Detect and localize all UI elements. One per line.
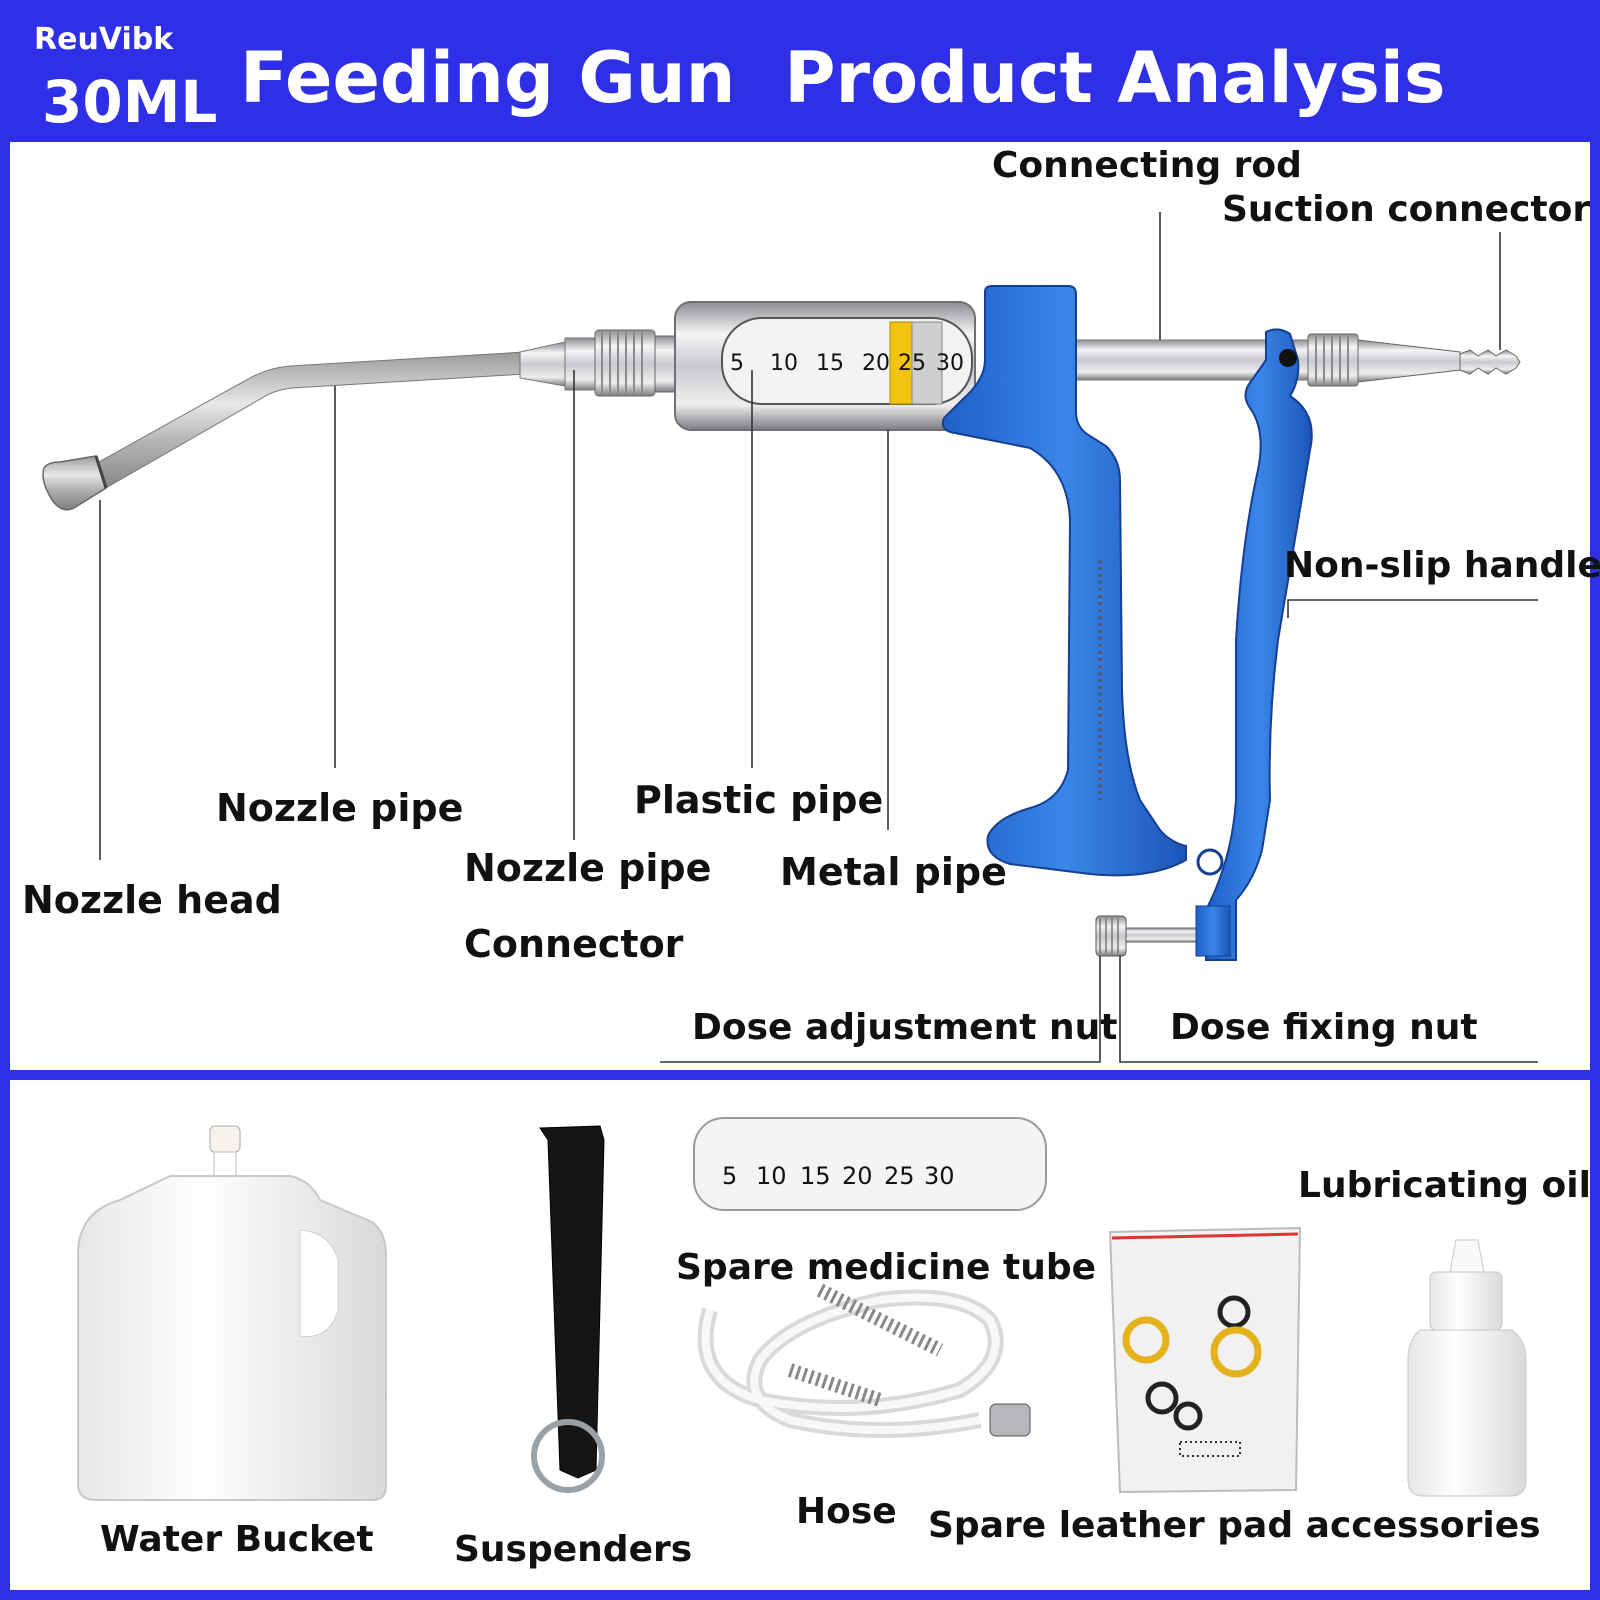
spare-tube-shape bbox=[693, 1117, 1047, 1211]
label-dose-fixing-nut: Dose fixing nut bbox=[1170, 1007, 1478, 1048]
barrel-scale-mark: 10 bbox=[770, 351, 798, 376]
barrel-scale-mark: 5 bbox=[730, 351, 744, 376]
label-water-bucket: Water Bucket bbox=[100, 1519, 374, 1560]
gun-diagram-panel bbox=[10, 142, 1590, 1070]
tube-scale-mark: 10 bbox=[756, 1162, 787, 1190]
label-dose-adjustment-nut: Dose adjustment nut bbox=[692, 1007, 1118, 1048]
nozzle-head-shape bbox=[42, 455, 108, 511]
leather-pad-bag-shape bbox=[1108, 1226, 1302, 1494]
tube-scale: 5 10 15 20 25 30 bbox=[718, 1160, 1038, 1200]
label-spare-leather-pad: Spare leather pad accessories bbox=[928, 1505, 1541, 1546]
barrel-scale-mark: 30 bbox=[936, 351, 964, 376]
label-non-slip-handle: Non-slip handle bbox=[1284, 545, 1600, 586]
label-nozzle-pipe-connector-line1: Nozzle pipe bbox=[464, 846, 712, 890]
suspenders-shape bbox=[531, 1125, 605, 1493]
label-lubricating-oil: Lubricating oil bbox=[1298, 1165, 1591, 1206]
tube-scale-mark: 25 bbox=[884, 1162, 915, 1190]
label-spare-medicine-tube: Spare medicine tube bbox=[676, 1247, 1097, 1288]
barrel-scale-mark: 25 bbox=[898, 351, 926, 376]
barrel-scale-mark: 20 bbox=[862, 351, 890, 376]
label-nozzle-pipe: Nozzle pipe bbox=[216, 786, 464, 830]
leader-lines bbox=[99, 212, 1538, 1063]
connecting-rod-shape bbox=[1059, 333, 1359, 387]
label-plastic-pipe: Plastic pipe bbox=[634, 778, 884, 822]
tube-scale-mark: 30 bbox=[924, 1162, 955, 1190]
water-bucket-shape bbox=[77, 1125, 387, 1501]
tube-scale-mark: 20 bbox=[842, 1162, 873, 1190]
lubricating-oil-bottle-shape bbox=[1407, 1239, 1527, 1497]
nozzle-connector-shape bbox=[519, 329, 676, 397]
barrel-scale-mark: 15 bbox=[816, 351, 844, 376]
non-slip-handle-shape bbox=[941, 285, 1224, 877]
metal-pipe-shape bbox=[674, 301, 976, 431]
label-metal-pipe: Metal pipe bbox=[780, 850, 1007, 894]
barrel-scale: 5 10 15 20 25 30 bbox=[730, 342, 970, 382]
header-bar: ReuVibk 30ML Feeding Gun Product Analysi… bbox=[0, 0, 1600, 138]
tube-scale-mark: 15 bbox=[800, 1162, 831, 1190]
brand-name: ReuVibk bbox=[34, 22, 174, 57]
trigger-shape bbox=[1205, 328, 1313, 961]
label-suspenders: Suspenders bbox=[454, 1529, 693, 1570]
dose-nut-shape bbox=[1095, 905, 1231, 957]
label-nozzle-head: Nozzle head bbox=[22, 878, 282, 922]
capacity-label: 30ML bbox=[42, 68, 218, 136]
tube-scale-mark: 5 bbox=[722, 1162, 738, 1190]
page-title: Feeding Gun Product Analysis bbox=[240, 37, 1446, 119]
label-hose: Hose bbox=[796, 1491, 897, 1532]
label-nozzle-pipe-connector-line2: Connector bbox=[464, 922, 684, 966]
suction-connector-shape bbox=[1357, 339, 1521, 383]
label-connecting-rod: Connecting rod bbox=[992, 145, 1302, 186]
label-suction-connector: Suction connector bbox=[1222, 189, 1591, 230]
hose-shape bbox=[697, 1283, 1031, 1438]
nozzle-pipe-shape bbox=[69, 351, 526, 501]
